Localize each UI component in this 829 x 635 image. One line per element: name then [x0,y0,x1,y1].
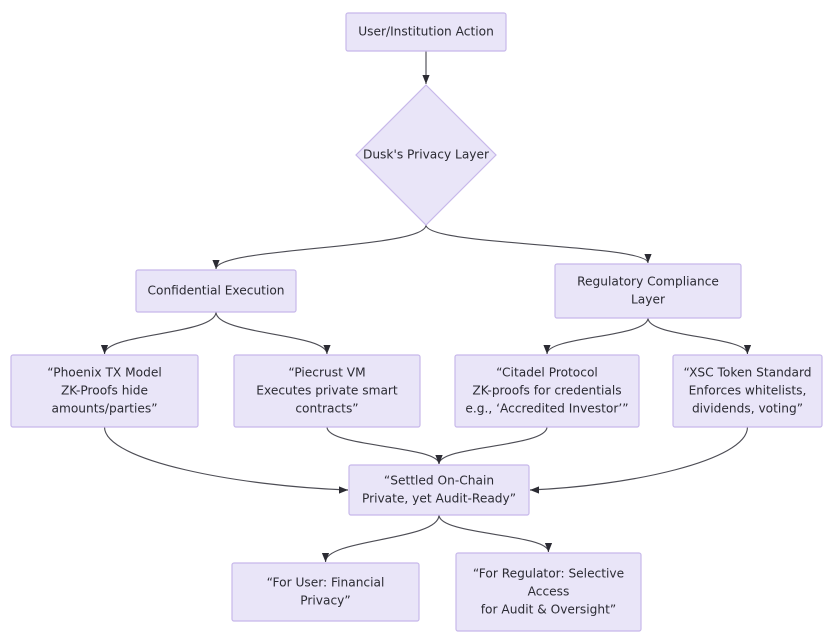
edge-arrowhead [530,486,539,494]
node-label-line: “Piecrust VM [288,366,365,380]
edge-arrowhead [422,75,430,84]
edge-user-action-to-privacy-layer [422,51,430,84]
edge-arrowhead [543,345,551,354]
edge-piecrust-vm-to-settled-onchain [326,426,443,465]
edge-arrowhead [321,553,330,562]
node-label-line: Confidential Execution [147,284,284,298]
node-label-line: amounts/parties” [51,402,157,416]
edge-arrowhead [100,345,109,354]
node-label-line: Private, yet Audit-Ready” [362,492,516,506]
node-label-line: “For User: Financial [267,576,385,590]
edge-line [529,426,749,491]
edge-settled-onchain-to-for-regulator [438,514,553,553]
node-shape-rect [554,263,742,319]
edge-regulatory-compliance-to-citadel-protocol [543,317,649,355]
node-shape-rect [231,562,420,622]
edge-arrowhead [339,486,348,494]
edge-phoenix-tx-to-settled-onchain [103,426,349,494]
edge-line [324,514,440,563]
node-label-line: dividends, voting” [692,402,803,416]
node-label-line: Regulatory Compliance [577,275,719,289]
edge-regulatory-compliance-to-xsc-token [647,317,752,355]
node-label-line: Access [528,585,570,599]
node-label-line: ZK-proofs for credentials [472,384,621,398]
node-shape-rect [672,354,823,428]
edge-privacy-layer-to-regulatory-compliance [425,224,652,264]
node-label-line: Privacy” [300,594,350,608]
node-confidential-execution[interactable]: Confidential Execution [135,269,297,313]
edge-arrowhead [644,254,652,263]
edge-line [326,426,440,465]
edge-arrowhead [743,345,752,354]
node-label-line: Executes private smart [256,384,398,398]
edge-line [103,426,349,491]
edge-settled-onchain-to-for-user [321,514,440,563]
edge-line [546,317,649,355]
node-shape-rect [10,354,199,428]
edges-layer [100,51,752,563]
edge-citadel-protocol-to-settled-onchain [435,426,548,465]
edge-line [425,224,649,264]
node-label-line: “Phoenix TX Model [47,366,161,380]
node-shape-rect [233,354,421,428]
edge-arrowhead [212,260,220,269]
node-label-line: Dusk's Privacy Layer [363,148,490,162]
node-shape-rect [454,354,640,428]
node-shape-rect [135,269,297,313]
node-shape-rect [348,464,530,516]
edge-arrowhead [435,455,443,464]
node-label-line: “For Regulator: Selective [473,567,624,581]
node-label-line: “Settled On-Chain [384,474,494,488]
edge-confidential-execution-to-phoenix-tx [100,311,217,355]
edge-line [103,311,217,355]
edge-confidential-execution-to-piecrust-vm [215,311,331,355]
edge-line [438,426,548,465]
node-shape-rect [345,12,507,52]
node-privacy-layer[interactable]: Dusk's Privacy Layer [355,84,497,226]
node-shape-rect [455,552,642,632]
node-label-line: “Citadel Protocol [496,366,598,380]
edge-line [215,311,328,355]
edge-privacy-layer-to-confidential-execution [212,224,427,270]
edge-line [438,514,550,553]
node-user-action[interactable]: User/Institution Action [345,12,507,52]
edge-line [215,224,427,270]
node-label-line: e.g., ‘Accredited Investor’” [465,402,628,416]
node-label-line: User/Institution Action [358,25,494,39]
node-label-line: “XSC Token Standard [683,366,811,380]
edge-arrowhead [323,345,331,354]
node-shape-diamond [355,84,497,226]
node-label-line: contracts” [295,402,358,416]
node-label-line: Layer [631,293,666,307]
edge-xsc-token-to-settled-onchain [529,426,749,494]
node-label-line: ZK-Proofs hide [61,384,148,398]
node-label-line: Enforces whitelists, [689,384,807,398]
node-piecrust-vm[interactable]: “Piecrust VM Executes private smart contra… [233,354,421,428]
edge-line [647,317,749,355]
node-label-line: for Audit & Oversight” [481,603,616,617]
edge-arrowhead [544,543,553,552]
